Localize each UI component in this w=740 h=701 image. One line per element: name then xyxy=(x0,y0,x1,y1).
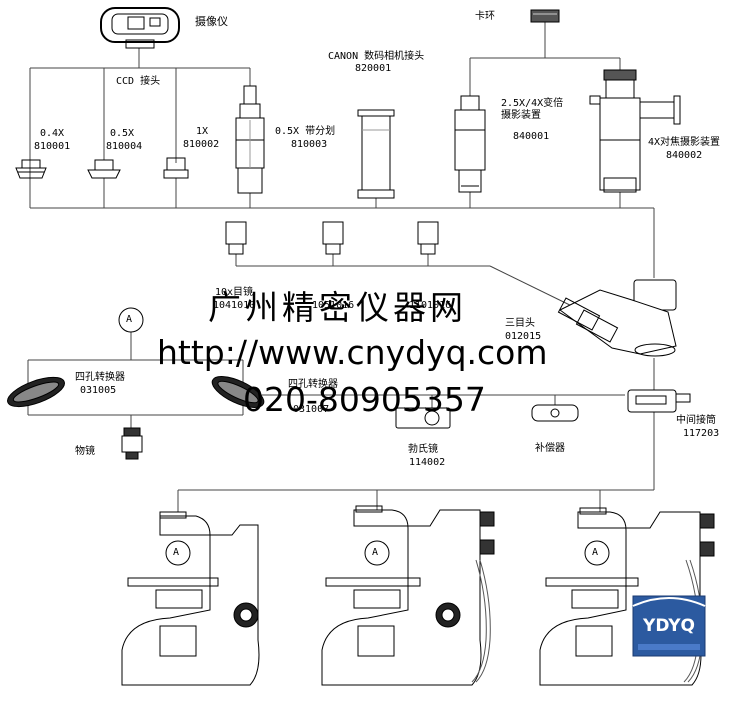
clamp-ring xyxy=(530,9,560,23)
analyzer-marker-top xyxy=(118,307,144,333)
eyepiece-3 xyxy=(417,221,439,255)
adapter-1x-label: 1X xyxy=(196,126,209,137)
compensator-device xyxy=(531,404,579,422)
objective-lens xyxy=(121,427,143,460)
zoom-device-label-2: 摄影装置 xyxy=(501,110,541,121)
ccd-label: CCD 接头 xyxy=(116,76,161,87)
adapter-05x-code: 810004 xyxy=(106,141,143,152)
eyepiece-3-code: 1101016 xyxy=(409,300,452,311)
bertrand-label: 勃氏镜 xyxy=(408,444,438,455)
eyepiece-2 xyxy=(322,221,344,255)
clamp-ring-label: 卡环 xyxy=(475,11,495,22)
trinocular-label: 三目头 xyxy=(505,318,535,329)
adapter-1x xyxy=(163,157,189,179)
objective-label: 物镜 xyxy=(75,446,95,457)
watermark-phone: 020-80905357 xyxy=(243,380,486,419)
nosepiece-2-code: 031007 xyxy=(293,404,330,415)
trinocular-code: 012015 xyxy=(505,331,542,342)
eyepiece-label: 10x目镜 xyxy=(215,287,254,298)
adapter-04x xyxy=(15,159,47,179)
focus-photo-device xyxy=(589,69,681,193)
ydyq-badge-text: YDYQ xyxy=(643,616,695,636)
analyzer-marker-stand-2: A xyxy=(372,547,379,558)
focus-device-label: 4X对焦摄影装置 xyxy=(648,137,721,148)
watermark-url: http://www.cnydyq.com xyxy=(157,333,548,372)
focus-device-code: 840002 xyxy=(666,150,703,161)
adapter-05x-reticle-code: 810003 xyxy=(291,139,328,150)
canon-adapter-label: CANON 数码相机接头 xyxy=(328,51,425,62)
adapter-05x-reticle-label: 0.5X 带分划 xyxy=(275,126,336,137)
nosepiece-code: 031005 xyxy=(80,385,117,396)
bertrand-code: 114002 xyxy=(409,457,446,468)
zoom-device-label: 2.5X/4X变倍 xyxy=(501,98,564,109)
camera-label: 摄像仪 xyxy=(195,15,228,28)
nosepiece-left xyxy=(7,376,65,408)
watermark-company: 广州精密仪器网 xyxy=(208,288,467,327)
analyzer-marker-stand-3: A xyxy=(592,547,599,558)
microscope-stand-2 xyxy=(321,505,495,686)
adapter-1x-code: 810002 xyxy=(183,139,220,150)
canon-adapter-code: 820001 xyxy=(355,63,392,74)
camera-device xyxy=(100,7,180,49)
adapter-05x-label: 0.5X xyxy=(110,128,135,139)
nosepiece-label: 四孔转换器 xyxy=(75,372,125,383)
zoom-device-code: 840001 xyxy=(513,131,550,142)
adapter-04x-label: 0.4X xyxy=(40,128,65,139)
canon-adapter xyxy=(357,109,395,199)
middle-tube-label: 中间接筒 xyxy=(676,415,716,426)
analyzer-marker-stand-1: A xyxy=(173,547,180,558)
eyepiece-1 xyxy=(225,221,247,255)
adapter-05x xyxy=(87,159,121,179)
middle-tube-code: 117203 xyxy=(683,428,720,439)
analyzer-marker-label: A xyxy=(126,314,133,325)
adapter-05x-reticle xyxy=(235,85,265,194)
trinocular-head xyxy=(557,279,677,357)
zoom-photo-device xyxy=(454,95,486,193)
compensator-label: 补偿器 xyxy=(535,443,565,454)
eyepiece-2-code: 1051016 xyxy=(312,300,355,311)
eyepiece-1-code: 1041010 xyxy=(213,300,256,311)
ydyq-badge xyxy=(632,595,706,657)
nosepiece-2-label: 四孔转换器 xyxy=(288,379,338,390)
bertrand-lens-device xyxy=(395,407,451,429)
nosepiece-right xyxy=(211,376,265,408)
microscope-stand-1 xyxy=(121,511,260,686)
middle-tube-device xyxy=(627,389,691,413)
adapter-04x-code: 810001 xyxy=(34,141,71,152)
